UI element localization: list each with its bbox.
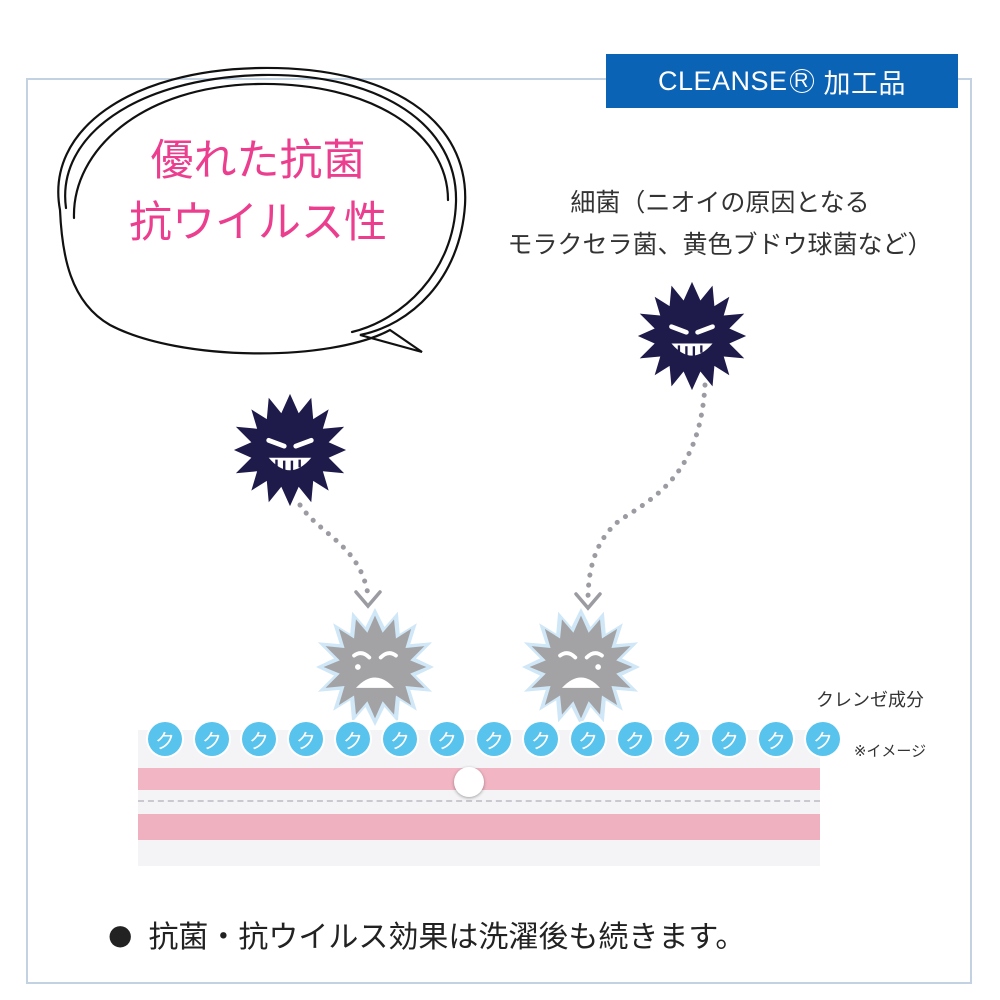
image-note: ※イメージ	[853, 742, 927, 760]
cleanse-circle: ク	[289, 722, 323, 756]
content-frame	[26, 78, 972, 984]
footer-note: ● 抗菌・抗ウイルス効果は洗濯後も続きます。	[108, 912, 908, 956]
badge-suffix: 加工品	[823, 68, 907, 99]
fabric-illustration	[138, 730, 820, 866]
cleanse-circle: ク	[336, 722, 370, 756]
badge-brand: CLEANSE	[657, 65, 788, 96]
bacteria-note-line-1: 細菌（ニオイの原因となる	[570, 188, 870, 217]
bullet: ●	[108, 917, 133, 951]
cleanse-circle: ク	[759, 722, 793, 756]
bacteria-note-line-2: モラクセラ菌、黄色ブドウ球菌など）	[507, 230, 933, 259]
cleanse-circle: ク	[383, 722, 417, 756]
cleanse-circle: ク	[524, 722, 558, 756]
bubble-line-2: 抗ウイルス性	[129, 198, 387, 248]
bubble-line-1: 優れた抗菌	[150, 136, 366, 186]
cleanse-circle: ク	[806, 722, 840, 756]
footer-text: 抗菌・抗ウイルス効果は洗濯後も続きます。	[148, 920, 746, 955]
angry-germ-icon	[637, 281, 747, 391]
cleanse-component-label: クレンゼ成分	[816, 690, 924, 711]
cleanse-badge: CLEANSE R 加工品	[606, 54, 958, 108]
cleanse-circle: ク	[571, 722, 605, 756]
snap-button	[454, 767, 484, 797]
bacteria-note: 細菌（ニオイの原因となる モラクセラ菌、黄色ブドウ球菌など）	[460, 182, 980, 266]
cleanse-circle: ク	[477, 722, 511, 756]
registered-mark: R	[789, 69, 814, 93]
cleanse-circle: ク	[195, 722, 229, 756]
cleanse-circle: ク	[618, 722, 652, 756]
angry-germ-icon	[233, 393, 347, 507]
cleanse-circle: ク	[712, 722, 746, 756]
sad-germ-icon	[522, 608, 640, 726]
cleanse-component-circles: ククククククククククククククク	[148, 722, 840, 758]
cleanse-circle: ク	[242, 722, 276, 756]
bubble-text: 優れた抗菌 抗ウイルス性	[78, 130, 438, 254]
fabric-stripe	[138, 814, 820, 840]
sad-germ-icon	[316, 608, 434, 726]
speech-bubble-icon	[57, 66, 467, 355]
fabric-seam	[138, 800, 820, 802]
cleanse-circle: ク	[430, 722, 464, 756]
cleanse-circle: ク	[665, 722, 699, 756]
cleanse-circle: ク	[148, 722, 182, 756]
